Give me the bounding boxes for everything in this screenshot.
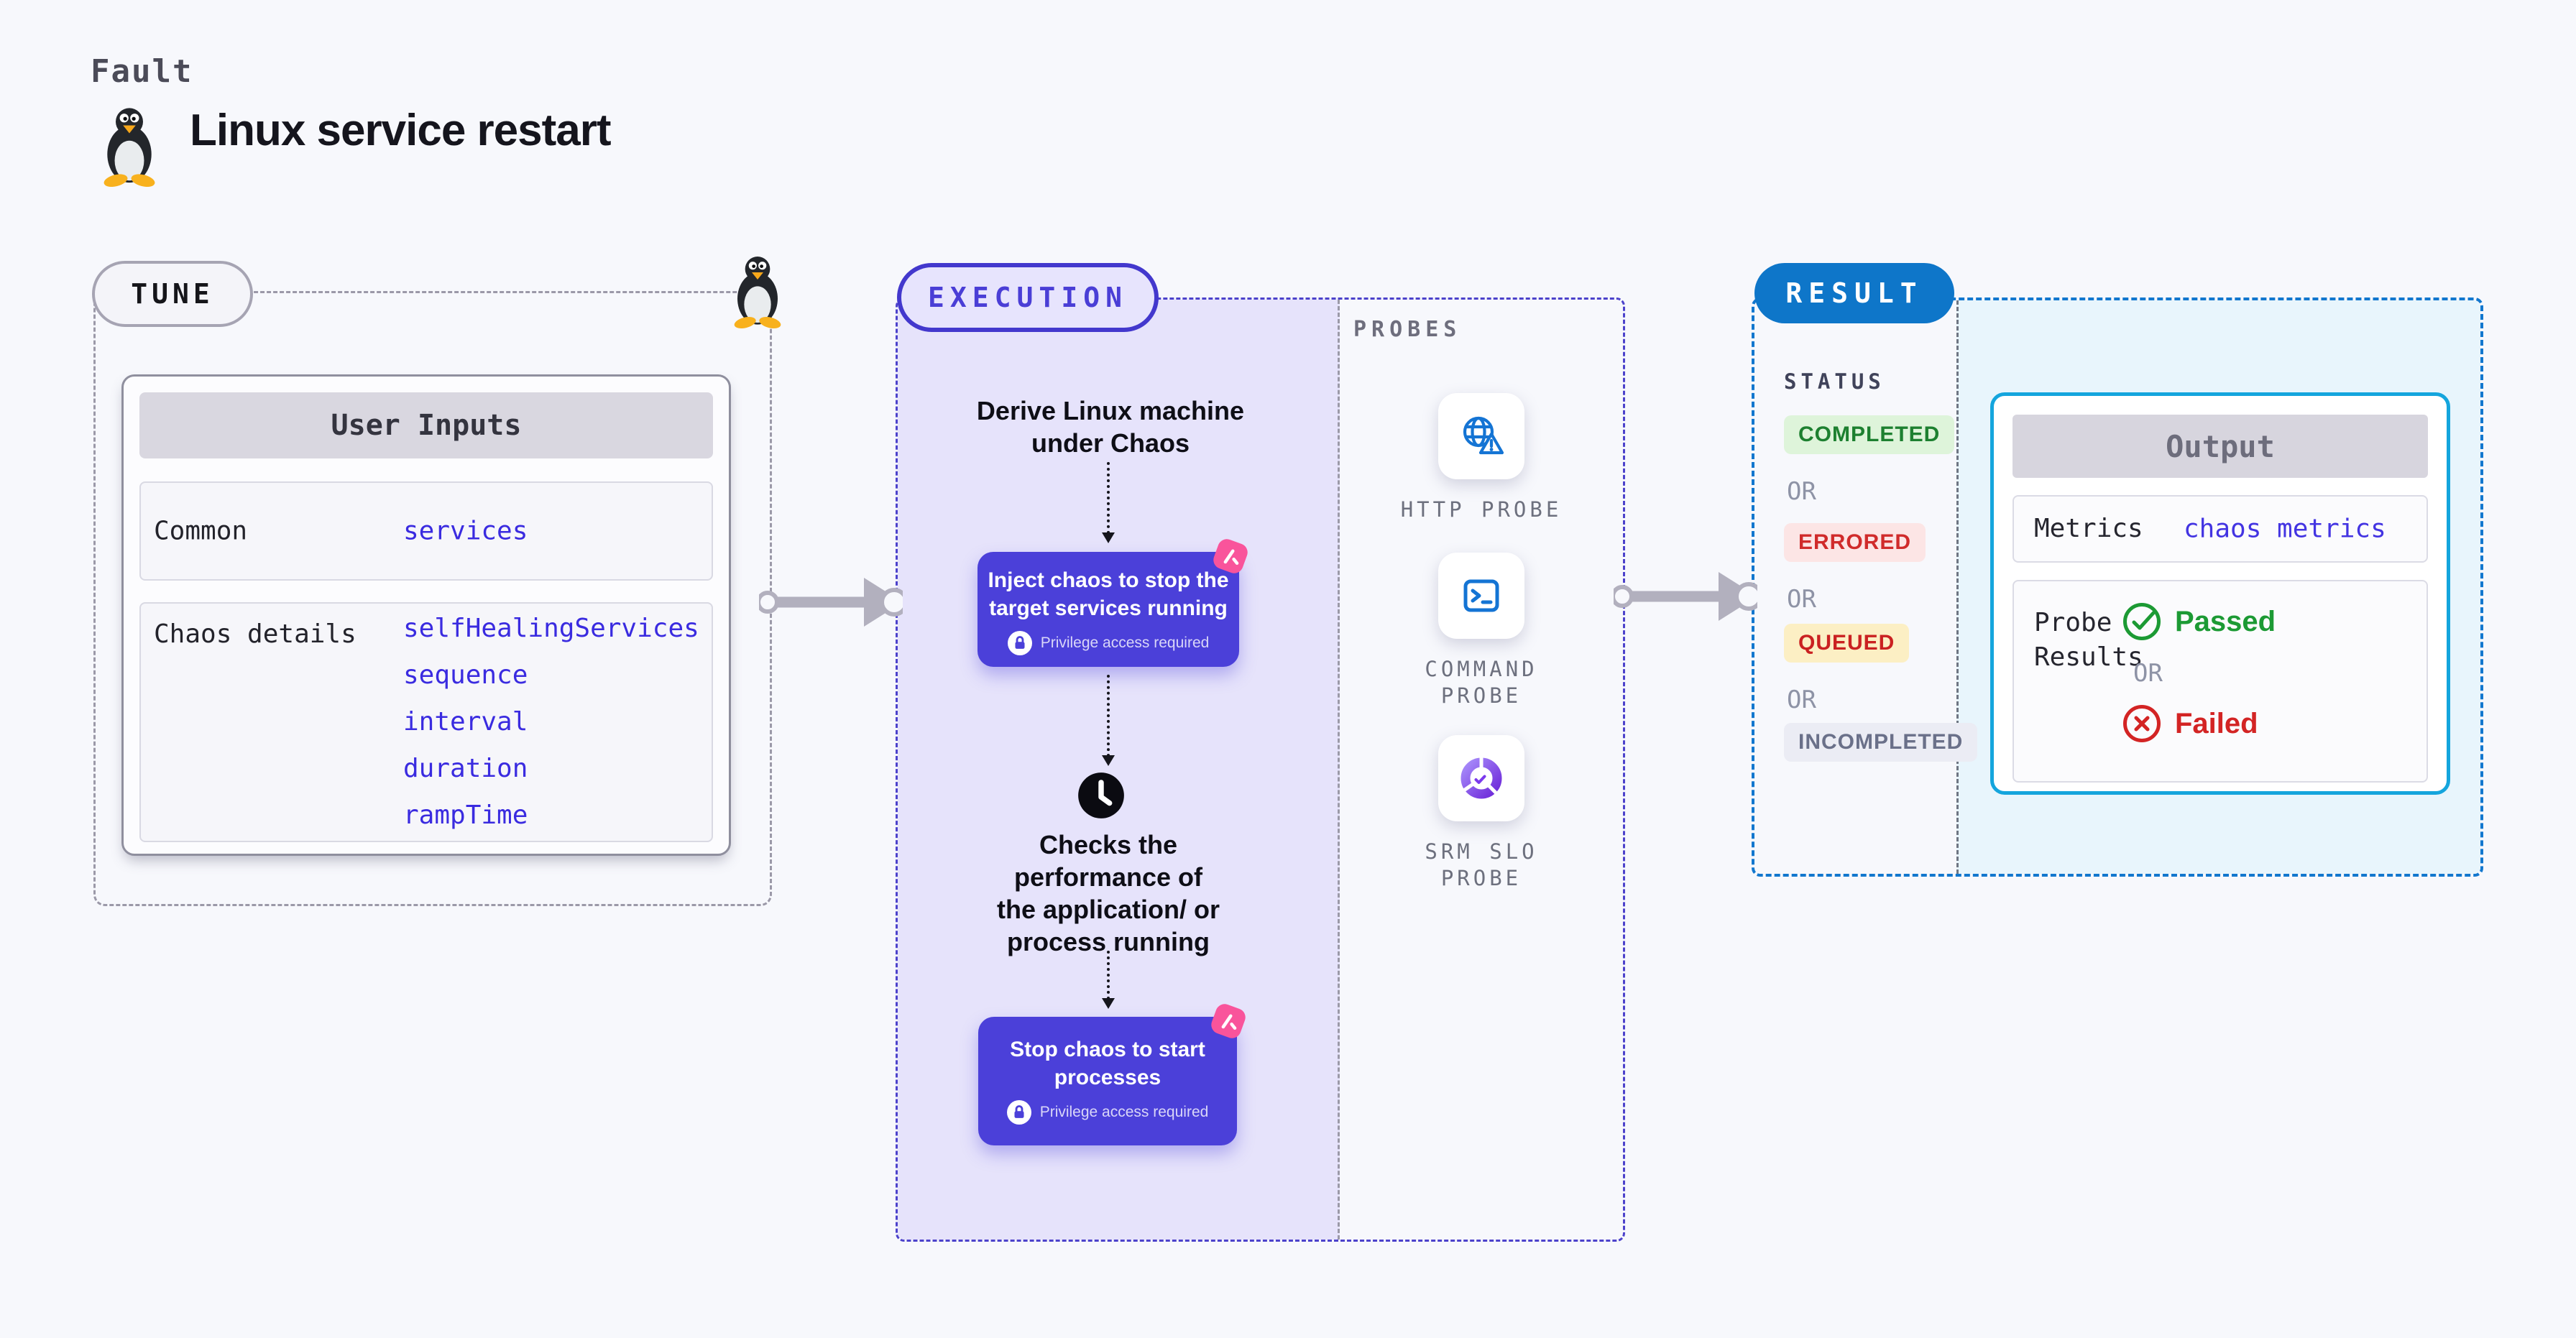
value-item: rampTime — [403, 801, 528, 830]
metrics-value: chaos metrics — [2184, 514, 2386, 544]
result-badge: RESULT — [1754, 263, 1954, 323]
flow-arrow-icon — [1614, 566, 1757, 627]
probe-results-values: Passed OR Failed — [2122, 601, 2276, 744]
clock-icon — [1077, 771, 1126, 820]
user-inputs-row-chaos-details: Chaos details selfHealingServices sequen… — [139, 602, 713, 842]
probe-label: HTTP PROBE — [1400, 497, 1563, 522]
stop-chaos-button[interactable]: Stop chaos to start processes Privilege … — [978, 1017, 1237, 1145]
user-inputs-card: User Inputs Common services Chaos detail… — [121, 374, 731, 856]
tux-penguin-icon — [98, 105, 161, 187]
x-circle-icon — [2122, 703, 2162, 744]
lock-icon — [1007, 1100, 1031, 1125]
down-arrow-icon — [1102, 951, 1115, 1009]
or-label: OR — [1787, 585, 1816, 614]
status-badge-incompleted: INCOMPLETED — [1784, 723, 1978, 762]
chaos-details-values: selfHealingServices sequence interval du… — [403, 605, 699, 839]
chaos-hub-icon — [1207, 532, 1254, 580]
privilege-note: Privilege access required — [978, 631, 1239, 655]
or-label: OR — [2133, 659, 2163, 688]
down-arrow-icon — [1102, 675, 1115, 766]
slo-donut-icon — [1458, 755, 1504, 801]
lock-icon — [1008, 631, 1032, 655]
probe-card — [1438, 735, 1524, 821]
output-row-metrics: Metrics chaos metrics — [2012, 495, 2428, 563]
probes-label: PROBES — [1353, 317, 1462, 342]
flow-arrow-icon — [759, 572, 903, 632]
row-label: Common — [154, 516, 248, 546]
down-arrow-icon — [1102, 462, 1115, 543]
step-derive-text: Derive Linux machine under Chaos — [976, 396, 1245, 458]
output-card: Output Metrics chaos metrics Probe Resul… — [1990, 392, 2450, 795]
fault-eyebrow: Fault — [91, 53, 193, 90]
or-label: OR — [1787, 477, 1816, 506]
step-checks-text: Checks the performance of the applicatio… — [996, 830, 1220, 956]
output-header: Output — [2012, 415, 2428, 478]
inject-chaos-button[interactable]: Inject chaos to stop the target services… — [978, 552, 1239, 667]
status-badge-errored: ERRORED — [1784, 523, 1926, 562]
value-item: sequence — [403, 660, 528, 690]
output-row-probe-results: Probe Results Passed OR Failed — [2012, 580, 2428, 783]
execution-badge: EXECUTION — [897, 263, 1159, 332]
value-item: duration — [403, 754, 528, 783]
tux-penguin-icon-small — [729, 253, 786, 329]
node-title: Stop chaos to start processes — [1010, 1038, 1205, 1089]
probe-label: COMMAND PROBE — [1425, 657, 1538, 708]
result-section-box: STATUS COMPLETED OR ERRORED OR QUEUED OR… — [1752, 297, 2483, 877]
chaos-hub-icon — [1205, 997, 1252, 1045]
passed-entry: Passed — [2122, 601, 2276, 642]
failed-entry: Failed — [2122, 703, 2276, 744]
or-label: OR — [1787, 686, 1816, 714]
probe-command: COMMAND PROBE — [1366, 553, 1596, 709]
probe-srm-slo: SRM SLO PROBE — [1366, 735, 1596, 892]
probe-card — [1438, 553, 1524, 639]
user-inputs-row-common: Common services — [139, 481, 713, 581]
row-value: services — [403, 516, 528, 546]
status-label: STATUS — [1784, 369, 1885, 394]
status-badge-completed: COMPLETED — [1784, 415, 1955, 454]
value-item: interval — [403, 707, 528, 737]
execution-section-box: Derive Linux machine under Chaos Inject … — [896, 297, 1625, 1242]
terminal-icon — [1458, 573, 1504, 619]
globe-warning-icon — [1458, 413, 1504, 459]
check-circle-icon — [2122, 601, 2162, 642]
tune-badge: TUNE — [92, 261, 253, 327]
value-item: selfHealingServices — [403, 614, 699, 643]
metrics-label: Metrics — [2034, 514, 2143, 543]
status-badge-queued: QUEUED — [1784, 624, 1910, 663]
page-title: Linux service restart — [190, 106, 612, 155]
probe-card — [1438, 393, 1524, 479]
privilege-note: Privilege access required — [978, 1100, 1237, 1125]
node-title: Inject chaos to stop the target services… — [988, 568, 1229, 620]
user-inputs-header: User Inputs — [139, 392, 713, 458]
probe-http: HTTP PROBE — [1366, 393, 1596, 523]
row-label: Chaos details — [154, 619, 356, 649]
probe-results-label: Probe Results — [2034, 608, 2143, 672]
probe-label: SRM SLO PROBE — [1425, 839, 1538, 890]
